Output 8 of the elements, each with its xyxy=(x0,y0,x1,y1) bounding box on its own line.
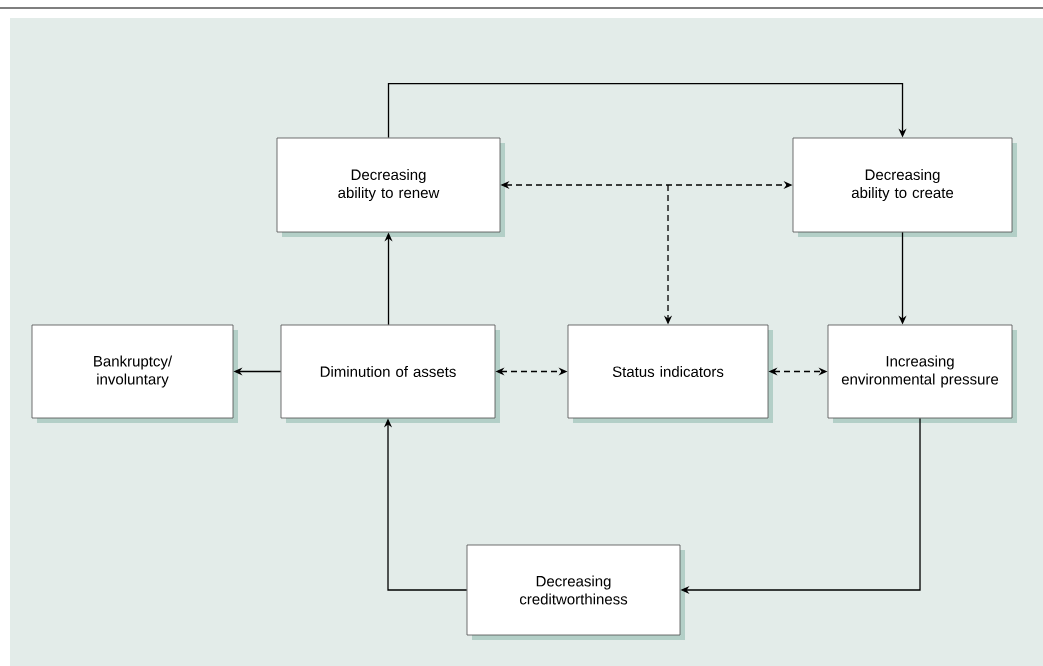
process-box: Decreasing creditworthiness xyxy=(466,544,685,640)
process-box: Bankruptcy/ involuntary xyxy=(31,324,238,423)
process-box: Increasing environmental pressure xyxy=(827,324,1017,423)
arrow xyxy=(387,82,907,139)
process-box: Status indicators xyxy=(567,324,773,423)
process-box: Decreasing ability to create xyxy=(792,137,1017,237)
process-box: Decreasing ability to renew xyxy=(276,137,505,237)
process-box: Diminution of assets xyxy=(280,324,500,423)
